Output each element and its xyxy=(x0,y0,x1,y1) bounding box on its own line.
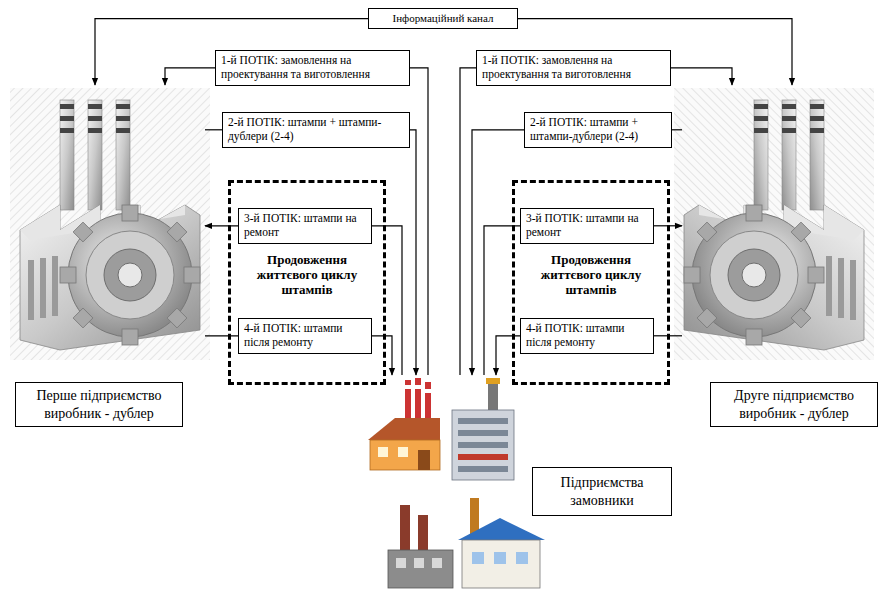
customer-node: Підприємства замовники xyxy=(362,375,680,590)
flow-connector xyxy=(472,130,524,375)
box-text: 4-й ПОТІК: штампи після ремонту xyxy=(244,322,366,350)
flow-box: 1-й ПОТІК: замовлення на проектування та… xyxy=(215,50,410,86)
flow-box: 2-й ПОТІК: штампи + штампи-дублери (2-4) xyxy=(222,112,410,148)
flow-connector xyxy=(205,335,238,336)
flow-connector xyxy=(205,225,238,226)
channel-box: Інформаційний канал xyxy=(368,8,518,29)
dashed-group: Продовження життєвого циклу штампів 3-й П… xyxy=(228,180,386,385)
flow-connector xyxy=(496,336,520,375)
box-text: 4-й ПОТІК: штампи після ремонту xyxy=(526,322,648,350)
box-text: 2-й ПОТІК: штампи + штампи-дублери (2-4) xyxy=(530,116,666,144)
box-text: 3-й ПОТІК: штампи на ремонт xyxy=(244,212,366,240)
factory-node: Друге підприємство виробник - дублер xyxy=(682,85,880,427)
flow-connector xyxy=(372,226,402,375)
box-text: 2-й ПОТІК: штампи + штампи-дублери (2-4) xyxy=(228,116,404,144)
flow-connector xyxy=(410,68,428,375)
node-label: Продовження життєвого циклу штампів xyxy=(515,253,667,298)
flow-connector xyxy=(205,129,222,130)
node-label: Підприємства замовники xyxy=(532,467,672,516)
flow-box: 4-й ПОТІК: штампи після ремонту xyxy=(238,318,372,354)
flow-box: 3-й ПОТІК: штампи на ремонт xyxy=(520,208,654,244)
flow-connector xyxy=(372,336,392,375)
box-text: 1-й ПОТІК: замовлення на проектування та… xyxy=(221,54,404,82)
flow-box: 3-й ПОТІК: штампи на ремонт xyxy=(238,208,372,244)
flow-box: 1-й ПОТІК: замовлення на проектування та… xyxy=(476,50,671,86)
flow-box: 2-й ПОТІК: штампи + штампи-дублери (2-4) xyxy=(524,112,672,148)
dashed-group: Продовження життєвого циклу штампів 3-й П… xyxy=(512,180,670,385)
flow-connector xyxy=(672,129,682,130)
node-label: Продовження життєвого циклу штампів xyxy=(231,253,383,298)
node-label: Друге підприємство виробник - дублер xyxy=(710,382,878,427)
node-label: Перше підприємство виробник - дублер xyxy=(15,382,183,427)
box-text: 1-й ПОТІК: замовлення на проектування та… xyxy=(482,54,665,82)
flow-connector xyxy=(460,68,476,375)
box-text: Інформаційний канал xyxy=(373,12,513,25)
factory-node: Перше підприємство виробник - дублер xyxy=(5,85,205,427)
flow-box: 4-й ПОТІК: штампи після ремонту xyxy=(520,318,654,354)
box-text: 3-й ПОТІК: штампи на ремонт xyxy=(526,212,648,240)
flow-connector xyxy=(165,68,215,85)
flow-connector xyxy=(671,68,732,85)
flow-connector xyxy=(410,130,416,375)
